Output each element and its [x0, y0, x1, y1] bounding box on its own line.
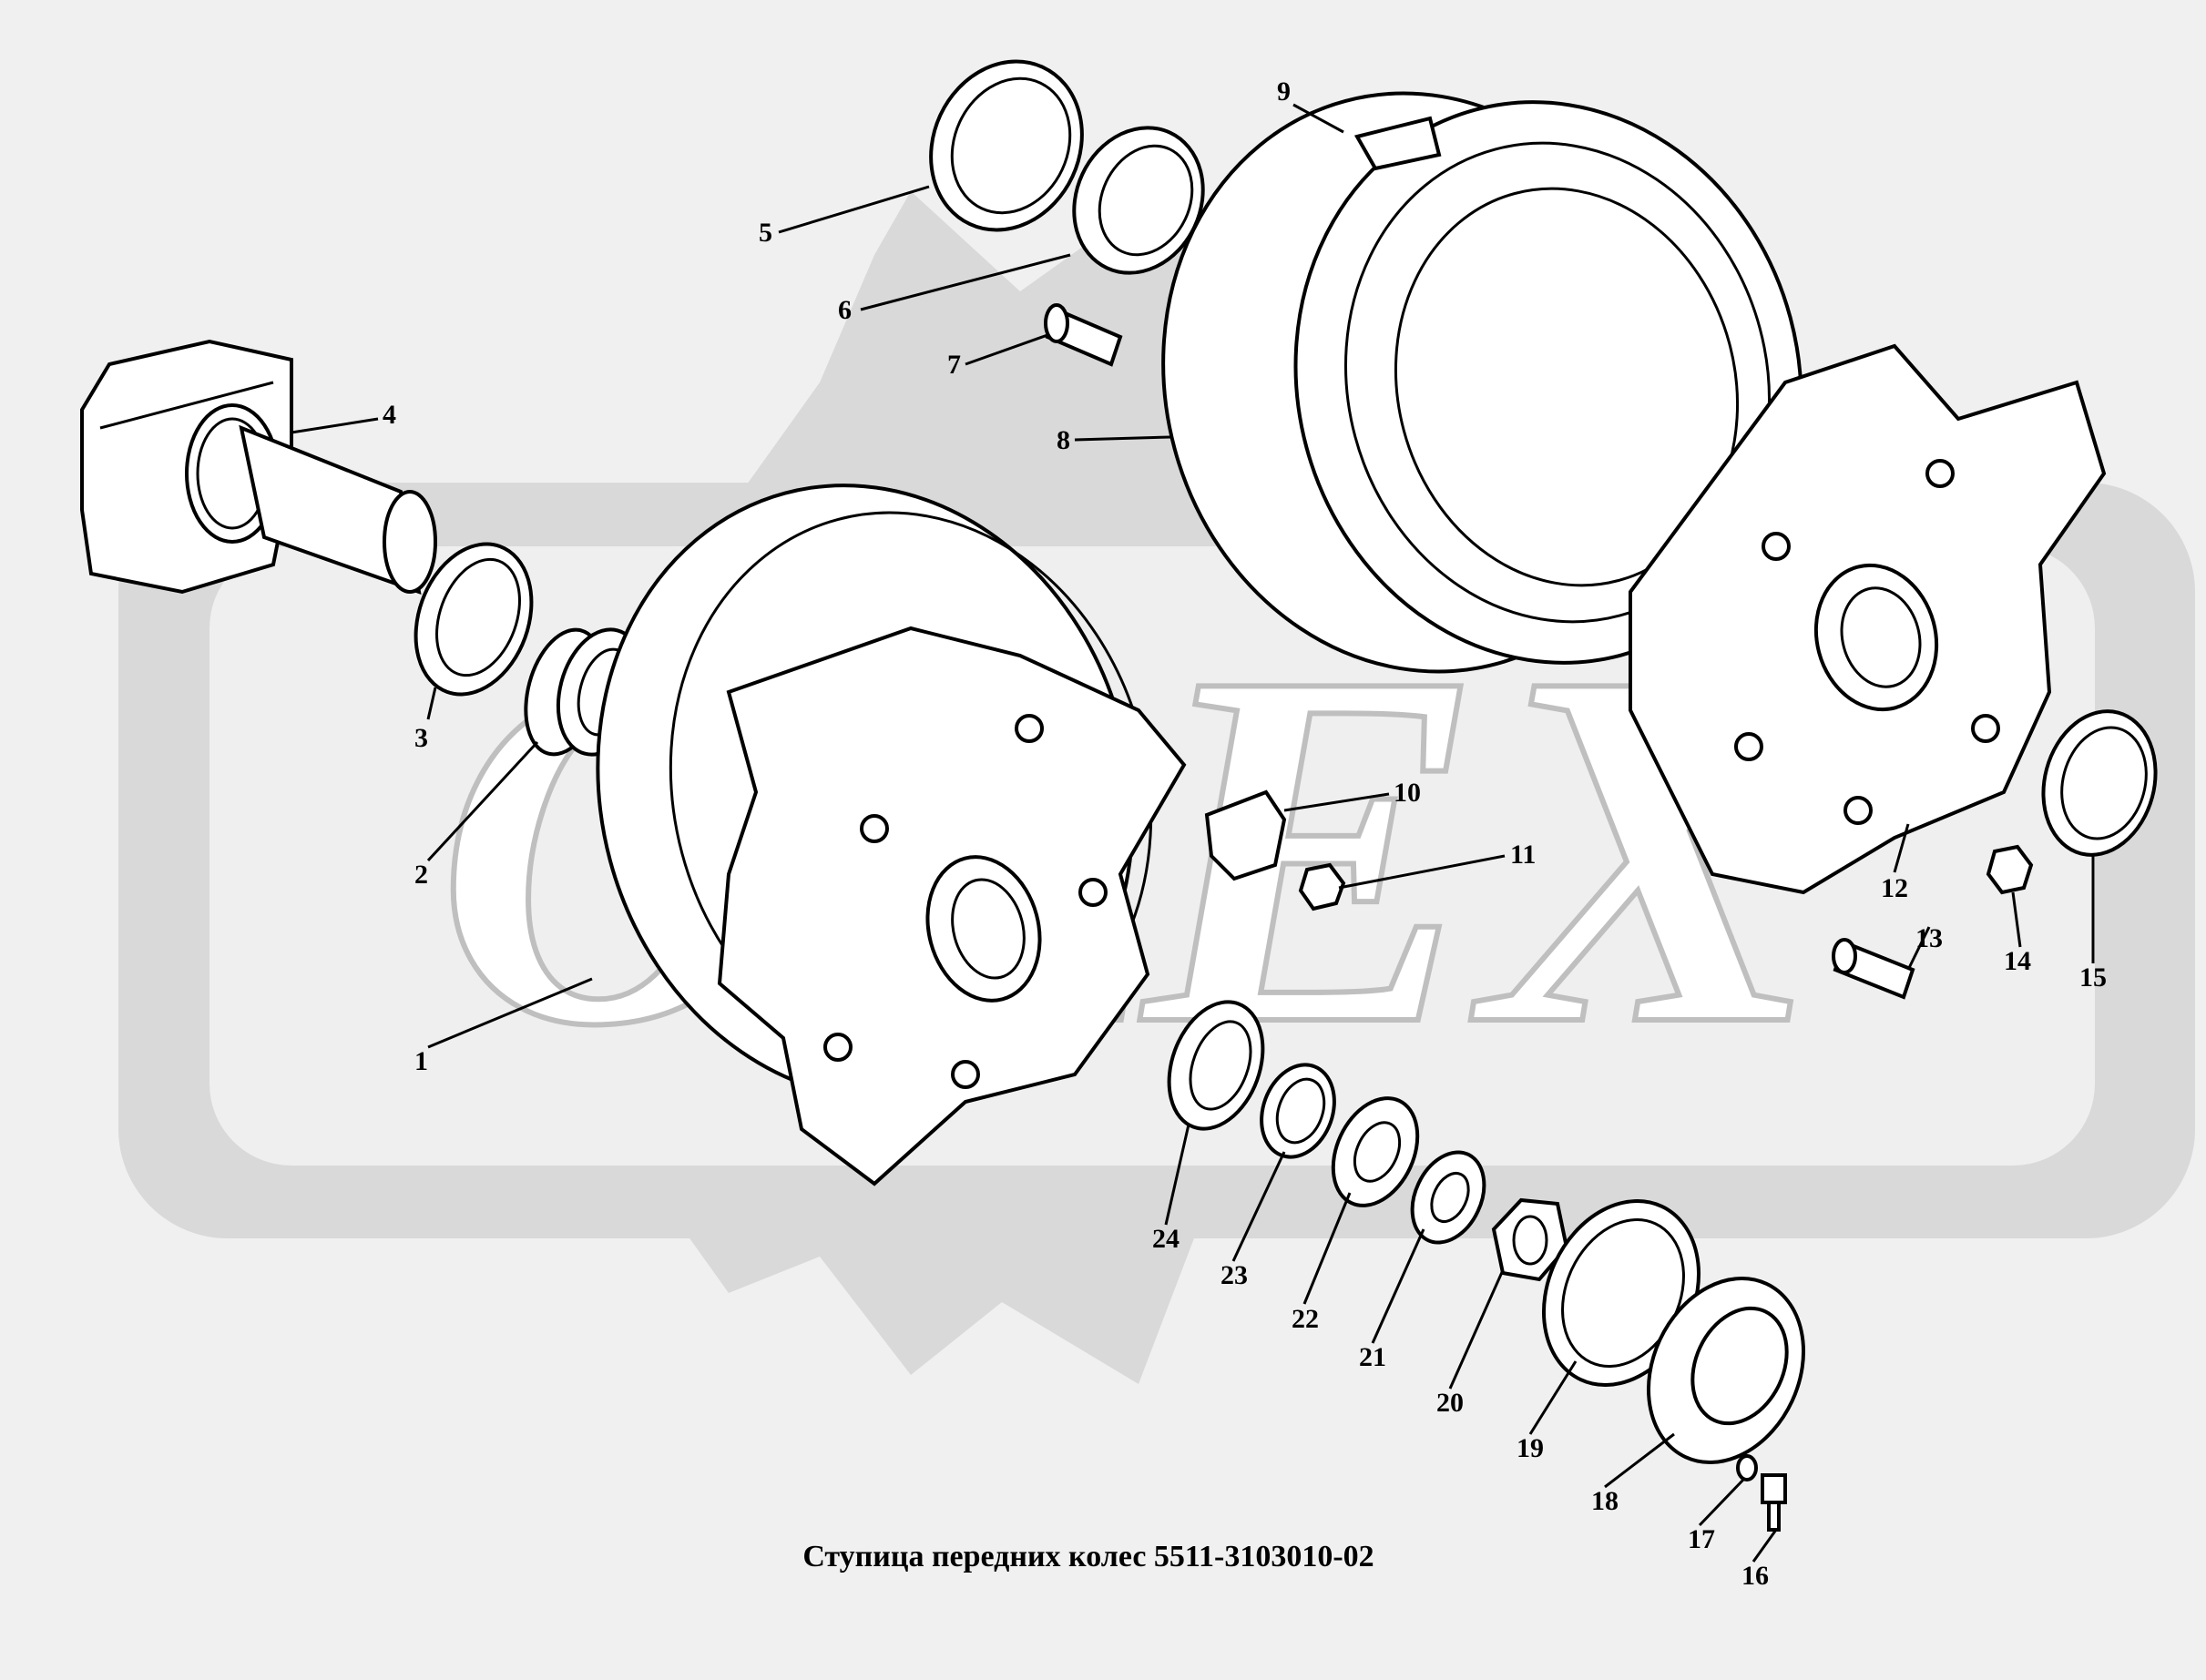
callout-9: 9 [1277, 76, 1291, 107]
leader-lines [291, 103, 2095, 1563]
leader-line-20 [1448, 1269, 1505, 1390]
leader-line-18 [1604, 1432, 1675, 1489]
part-seal-3 [414, 542, 534, 697]
leader-line-12 [1893, 823, 1910, 873]
callout-12: 12 [1881, 873, 1908, 903]
part-washer-22 [1331, 1096, 1420, 1207]
callout-15: 15 [2079, 962, 2107, 993]
part-washer-21 [1410, 1150, 1486, 1245]
part-nut-11 [1298, 862, 1346, 911]
leader-line-24 [1164, 1124, 1190, 1226]
leader-line-17 [1698, 1478, 1745, 1527]
leader-line-19 [1528, 1360, 1578, 1435]
leader-line-5 [778, 185, 930, 234]
part-seal-5 [929, 59, 1084, 232]
leader-line-11 [1338, 854, 1506, 890]
part-lockplate-10 [1204, 789, 1287, 881]
leader-line-6 [860, 253, 1071, 311]
part-fasteners-16-17 [1736, 1454, 1787, 1532]
callout-17: 17 [1688, 1524, 1715, 1554]
callout-24: 24 [1152, 1224, 1180, 1254]
part-axle-spindle [80, 339, 437, 596]
callout-6: 6 [838, 295, 852, 325]
callout-7: 7 [947, 350, 961, 380]
callout-11: 11 [1510, 840, 1536, 870]
callout-21: 21 [1359, 1342, 1386, 1372]
part-nut-14 [1986, 844, 2034, 895]
leader-line-4 [291, 417, 379, 434]
callout-10: 10 [1394, 778, 1421, 808]
callout-22: 22 [1292, 1304, 1319, 1334]
part-ring-23 [1260, 1063, 1336, 1159]
callout-20: 20 [1436, 1388, 1464, 1418]
leader-line-16 [1752, 1529, 1778, 1563]
callout-8: 8 [1057, 425, 1070, 455]
callout-14: 14 [2004, 946, 2031, 976]
part-stud-13 [1832, 938, 1915, 1000]
leader-line-7 [965, 333, 1048, 366]
part-brake-drum [1161, 91, 1803, 674]
callout-4: 4 [383, 400, 396, 430]
callout-23: 23 [1220, 1260, 1248, 1290]
callout-5: 5 [759, 218, 772, 248]
leader-line-10 [1283, 792, 1390, 812]
callouts: 1 2 3 4 5 6 7 8 9 10 11 12 13 14 15 16 1… [383, 76, 2107, 1591]
leader-line-23 [1231, 1151, 1286, 1262]
callout-13: 13 [1915, 923, 1943, 953]
leader-line-21 [1371, 1228, 1425, 1344]
part-hub-assembly [596, 484, 1187, 1186]
leader-line-8 [1074, 435, 1171, 442]
callout-19: 19 [1517, 1433, 1544, 1463]
diagram-caption: Ступица передних колес 5511-3103010-02 [802, 1540, 1374, 1573]
leader-line-9 [1292, 103, 1344, 134]
callout-18: 18 [1591, 1486, 1619, 1516]
leader-line-2 [426, 740, 539, 862]
callout-16: 16 [1741, 1561, 1769, 1591]
part-hub-12 [1629, 343, 2107, 895]
part-cap-18 [1646, 1277, 1806, 1464]
callout-2: 2 [414, 860, 428, 890]
part-bearing-24 [1167, 1000, 1265, 1131]
leader-line-22 [1302, 1192, 1352, 1305]
callout-1: 1 [414, 1046, 428, 1076]
leader-line-13 [1906, 926, 1931, 971]
leader-line-3 [426, 687, 437, 720]
part-stud-7 [1044, 303, 1123, 367]
leader-line-14 [2011, 891, 2022, 948]
leader-line-1 [427, 977, 593, 1049]
callout-3: 3 [414, 723, 428, 753]
part-ring-15 [2041, 709, 2158, 857]
